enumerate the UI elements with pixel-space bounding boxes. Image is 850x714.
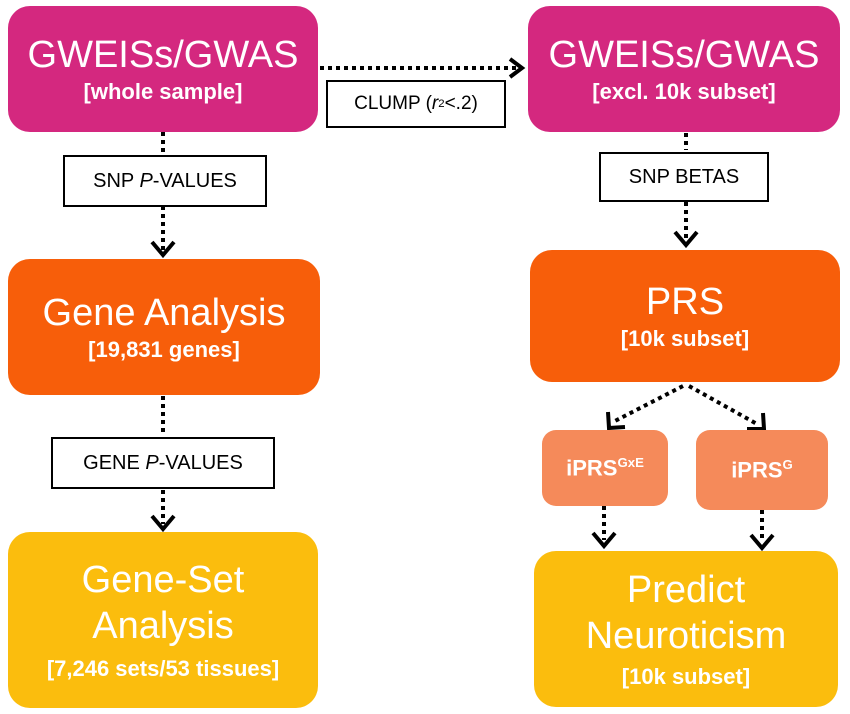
arrowhead-predict-left [591, 531, 617, 550]
clump-sup: 2 [438, 98, 445, 110]
arrowhead-gwas-excl [508, 57, 526, 79]
arrowhead-iprs-g [747, 412, 767, 431]
iprs-gxe-sup: GxE [617, 454, 644, 470]
snp-pvalues-suffix: -VALUES [152, 169, 237, 192]
iprs-g-sup: G [782, 456, 793, 472]
arrowhead-prs [673, 230, 699, 249]
predict-subtitle: [10k subset] [621, 664, 751, 689]
gene-pvalues-italic: P [145, 451, 159, 474]
clump-var: r [431, 93, 439, 114]
snp-betas-text: SNP BETAS [628, 165, 740, 188]
iprs-g-base: iPRS [731, 457, 783, 483]
gwas-excl-subset-box: GWEISs/GWAS [excl. 10k subset] [528, 6, 840, 132]
gene-set-title-line2: Analysis [92, 605, 234, 647]
gene-pvalues-suffix: -VALUES [158, 451, 243, 474]
gene-pvalues-prefix: GENE [83, 451, 146, 474]
gene-analysis-title: Gene Analysis [42, 292, 286, 334]
snp-pvalues-prefix: SNP [93, 169, 140, 192]
gwas-whole-title: GWEISs/GWAS [27, 34, 299, 76]
iprs-gxe-box: iPRSGxE [542, 430, 668, 506]
arrow-prs-to-iprs-gxe [612, 384, 684, 424]
gene-analysis-box: Gene Analysis [19,831 genes] [8, 259, 320, 395]
gene-set-analysis-box: Gene-Set Analysis [7,246 sets/53 tissues… [8, 532, 318, 708]
snp-betas-label: SNP BETAS [599, 152, 769, 202]
gwas-excl-subtitle: [excl. 10k subset] [592, 79, 776, 104]
gene-pvalues-label: GENE P-VALUES [51, 437, 275, 489]
clump-suffix: <.2) [444, 93, 478, 114]
predict-title-line1: Predict [626, 569, 746, 611]
prs-subtitle: [10k subset] [620, 326, 750, 351]
gene-analysis-subtitle: [19,831 genes] [88, 337, 240, 362]
iprs-g-box: iPRSG [696, 430, 828, 510]
arrowhead-iprs-gxe [606, 411, 626, 431]
predict-neuroticism-box: Predict Neuroticism [10k subset] [534, 551, 838, 707]
predict-title-line2: Neuroticism [585, 615, 787, 657]
gene-set-subtitle: [7,246 sets/53 tissues] [46, 656, 280, 681]
prs-box: PRS [10k subset] [530, 250, 840, 382]
arrow-prs-to-iprs-g [688, 384, 758, 426]
iprs-gxe-label: iPRSGxE [566, 455, 644, 481]
arrowhead-gene [150, 240, 176, 259]
iprs-g-label: iPRSG [731, 457, 793, 483]
gwas-whole-sample-box: GWEISs/GWAS [whole sample] [8, 6, 318, 132]
iprs-gxe-base: iPRS [566, 455, 618, 481]
gwas-excl-title: GWEISs/GWAS [548, 34, 820, 76]
snp-pvalues-italic: P [139, 169, 153, 192]
gene-set-title-line1: Gene-Set [81, 559, 245, 601]
clump-prefix: CLUMP ( [354, 93, 432, 114]
snp-pvalues-label: SNP P-VALUES [63, 155, 267, 207]
prs-title: PRS [645, 281, 725, 323]
arrowhead-predict-right [749, 533, 775, 552]
gwas-whole-subtitle: [whole sample] [83, 79, 243, 104]
arrowhead-geneset [150, 514, 176, 533]
